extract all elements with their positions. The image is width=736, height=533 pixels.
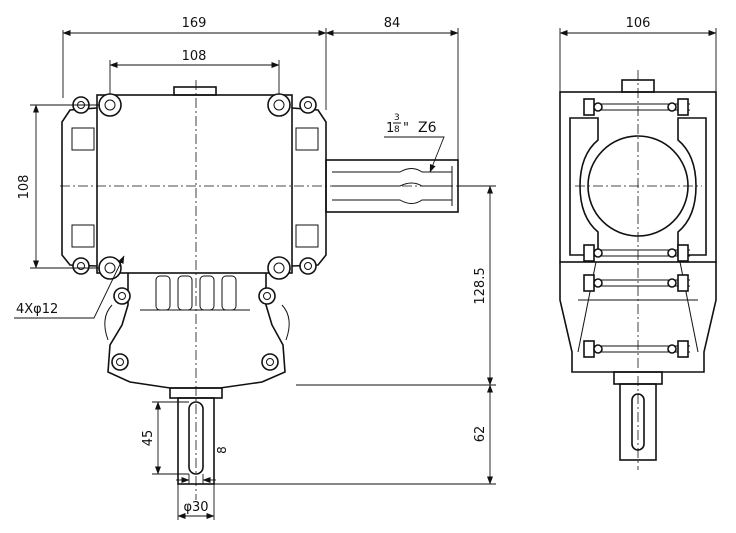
right-flange (291, 107, 327, 267)
side-bolts (583, 98, 690, 358)
inch-mark: " (403, 121, 409, 136)
bolt-holes (72, 93, 317, 371)
dim-shaft-length: 84 (384, 16, 401, 31)
lower-housing (107, 273, 286, 389)
dimension-lines (14, 28, 717, 520)
dimension-labels: 169 84 108 108 106 128.5 62 45 8 φ30 4Xφ… (16, 16, 650, 515)
spline-spec: Z6 (418, 120, 437, 136)
fraction-whole: 1 (386, 121, 394, 136)
fraction-numerator: 3 (394, 113, 400, 123)
dim-bolt-spacing-h: 108 (182, 49, 207, 64)
dim-output-shaft-length: 62 (473, 426, 488, 443)
dim-shaft-diameter: φ30 (183, 500, 208, 515)
dim-shaft-center-height: 128.5 (473, 267, 488, 304)
side-view (559, 70, 717, 470)
fraction-denominator: 8 (394, 125, 400, 135)
main-housing (96, 94, 293, 274)
dim-keyway-width: 8 (215, 446, 229, 454)
top-boss (173, 86, 217, 96)
output-shaft (169, 387, 223, 485)
input-shaft-spec: 1 3 8 " Z6 (386, 113, 437, 136)
dim-bolt-spacing-v: 108 (17, 175, 32, 200)
dim-keyway-length: 45 (141, 430, 156, 447)
dim-side-width: 106 (626, 16, 651, 31)
front-view (60, 80, 462, 500)
dim-overall-width: 169 (182, 16, 207, 31)
hole-callout: 4Xφ12 (16, 302, 58, 317)
left-flange (61, 107, 98, 267)
